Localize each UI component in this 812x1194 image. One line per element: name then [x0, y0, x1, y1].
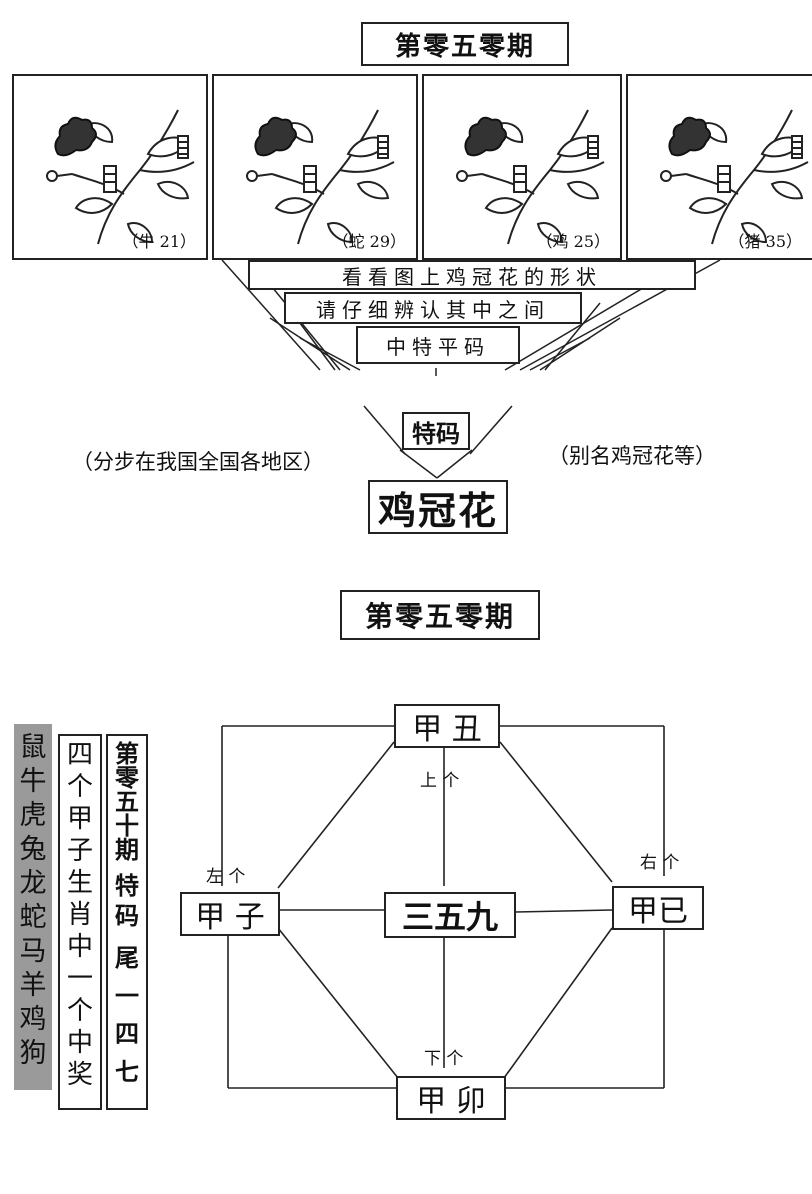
issue-char: 尾 [115, 943, 139, 972]
note-left: （分步在我国全国各地区） [72, 450, 324, 474]
node-bottom: 甲 卯 [396, 1076, 506, 1120]
zodiac-char: 龙 [19, 868, 47, 899]
node-right: 甲已 [612, 886, 704, 930]
node-top: 甲 丑 [394, 704, 500, 748]
flower-panel-1: （牛 21） [12, 74, 208, 260]
hint-char: 个 [66, 772, 93, 802]
flower-panel-3: （鸡 25） [422, 74, 622, 260]
diagram-lines [221, 725, 665, 1089]
flower-panel-2: （蛇 29） [212, 74, 418, 260]
zodiac-char: 马 [19, 936, 47, 967]
label-down: 下 个 [424, 1049, 464, 1069]
hint-char: 肖 [66, 900, 93, 930]
caption-line-3: 中特平码 [356, 326, 520, 364]
issue-char: 四 [115, 1019, 139, 1048]
flower-illustration-icon [456, 109, 605, 245]
zodiac-char: 狗 [19, 1038, 47, 1069]
issue-char: 零 [115, 763, 139, 792]
zodiac-char: 鼠 [19, 732, 47, 763]
hint-char: 中 [66, 932, 93, 962]
label-left: 左 个 [206, 867, 246, 887]
zodiac-char: 兔 [19, 834, 47, 865]
zodiac-column: 鼠 牛 虎 兔 龙 蛇 马 羊 鸡 狗 [14, 724, 52, 1090]
bottom-title: 第零五零期 [340, 590, 540, 640]
hint-column: 四 个 甲 子 生 肖 中 一 个 中 奖 [58, 734, 102, 1110]
special-code-label: 特码 [402, 412, 470, 450]
zodiac-char: 虎 [19, 800, 47, 831]
panel-label: （猪 35） [728, 232, 802, 251]
issue-char: 五 [115, 787, 139, 816]
panel-label: （蛇 29） [332, 232, 406, 251]
issue-char: 码 [115, 901, 139, 930]
caption-line-2: 请仔细辨认其中之间 [284, 292, 582, 324]
hint-char: 四 [66, 740, 93, 770]
issue-char: 十 [115, 811, 139, 840]
answer-box: 鸡冠花 [368, 480, 508, 534]
issue-char: 一 [115, 981, 139, 1010]
node-left: 甲 子 [180, 892, 280, 936]
hint-char: 一 [66, 964, 93, 994]
panel-label: （牛 21） [122, 232, 196, 251]
panel-label: （鸡 25） [536, 232, 610, 251]
flower-panel-4: （猪 35） [626, 74, 812, 260]
caption-line-1: 看看图上鸡冠花的形状 [248, 260, 696, 290]
hint-char: 奖 [66, 1060, 93, 1090]
issue-char: 期 [115, 835, 139, 864]
flower-illustration-icon [46, 109, 195, 245]
flower-illustration-icon [660, 109, 809, 245]
issue-char: 七 [115, 1057, 139, 1086]
label-up: 上 个 [420, 771, 460, 791]
top-title: 第零五零期 [361, 22, 569, 66]
zodiac-char: 鸡 [19, 1004, 47, 1035]
zodiac-char: 羊 [19, 970, 47, 1001]
hint-char: 甲 [66, 804, 93, 834]
zodiac-char: 牛 [19, 766, 47, 797]
flower-illustration-icon [246, 109, 395, 245]
zodiac-char: 蛇 [19, 902, 47, 933]
hint-char: 中 [66, 1028, 93, 1058]
center-value: 三五九 [384, 892, 516, 938]
label-right: 右 个 [640, 853, 680, 873]
note-right: （别名鸡冠花等） [548, 444, 716, 468]
hint-char: 个 [66, 996, 93, 1026]
hint-char: 子 [66, 836, 93, 866]
issue-char: 第 [115, 739, 139, 768]
issue-char: 特 [115, 871, 139, 900]
issue-column: 第 零 五 十 期 特 码 尾 一 四 七 [106, 734, 148, 1110]
hint-char: 生 [66, 868, 93, 898]
